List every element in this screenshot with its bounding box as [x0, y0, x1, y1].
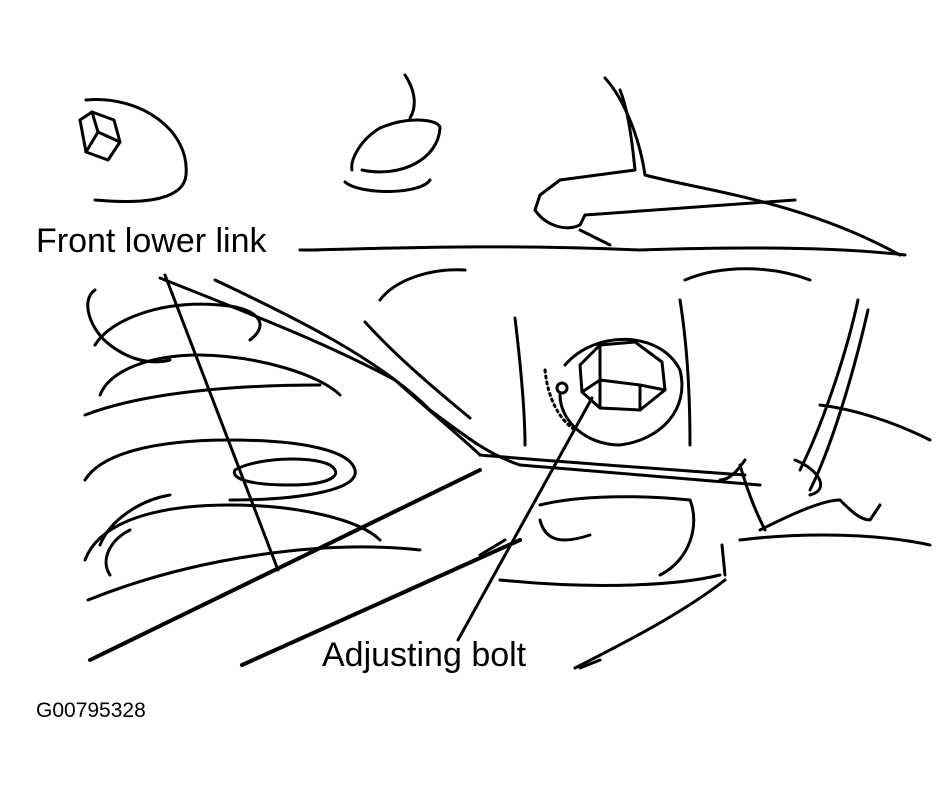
- front-lower-link-label: Front lower link: [36, 222, 267, 260]
- figure-code: G00795328: [36, 699, 146, 722]
- lower-arm-lines: [88, 468, 727, 670]
- front-lower-link-leader: [163, 273, 280, 572]
- upper-center-mount: [343, 73, 442, 193]
- front-lower-link-body: [158, 267, 812, 487]
- coil-spring: [83, 288, 422, 602]
- adjusting-bolt-head: [543, 337, 684, 447]
- side-bracket: [718, 298, 932, 577]
- upper-mount-nut: [78, 98, 188, 204]
- body-panel: [308, 76, 907, 257]
- cam-plate: [498, 495, 722, 587]
- adjusting-bolt-leader: [456, 396, 594, 642]
- adjusting-bolt-label: Adjusting bolt: [322, 636, 527, 674]
